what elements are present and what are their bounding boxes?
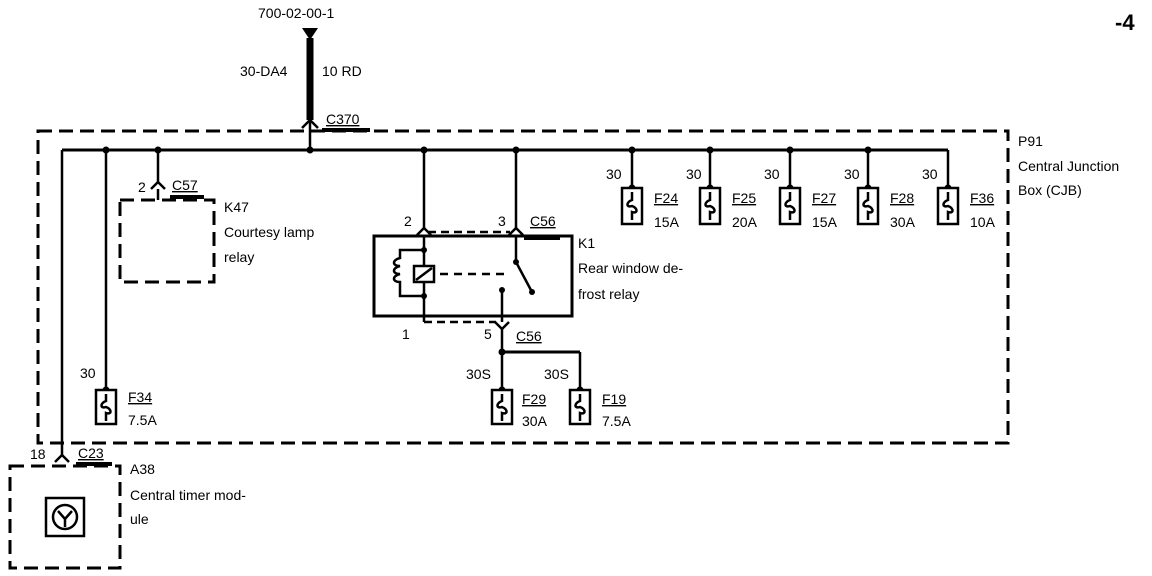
page-reference: -4 xyxy=(1115,10,1135,35)
c370-label: C370 xyxy=(326,111,360,127)
cjb-name-line1: Central Junction xyxy=(1018,158,1119,174)
f27-rating: 15A xyxy=(812,214,838,230)
f19-rating: 7.5A xyxy=(602,413,631,429)
f25-name: F25 xyxy=(732,190,756,206)
fuse-f27: 30 F27 15A xyxy=(764,150,838,230)
f25-rating: 20A xyxy=(732,214,758,230)
k1-name-line2: frost relay xyxy=(578,286,639,302)
f29-name: F29 xyxy=(522,391,546,407)
f25-terminal: 30 xyxy=(686,166,702,182)
f28-terminal: 30 xyxy=(844,166,860,182)
cjb-id: P91 xyxy=(1018,133,1043,149)
k1-pin-bottom-left: 1 xyxy=(402,326,410,342)
fuse-f24: 30 F24 15A xyxy=(606,150,680,230)
fuse-f28: 30 F28 30A xyxy=(844,150,916,230)
f36-rating: 10A xyxy=(970,214,996,230)
f34-terminal: 30 xyxy=(80,365,96,381)
a38-pin: 18 xyxy=(30,446,46,462)
k1-switch-contact-icon xyxy=(514,261,534,293)
f27-name: F27 xyxy=(812,190,836,206)
k47-name-line2: relay xyxy=(224,249,254,265)
fuse-f29 xyxy=(490,388,514,426)
f27-terminal: 30 xyxy=(764,166,780,182)
k1-name-line1: Rear window de- xyxy=(578,260,683,276)
main-wire-gauge-color: 10 RD xyxy=(322,63,362,79)
fuse-f19 xyxy=(568,388,592,426)
f28-name: F28 xyxy=(890,190,914,206)
f29-terminal: 30S xyxy=(466,366,491,382)
k47-pin: 2 xyxy=(138,179,146,195)
c56-top-label: C56 xyxy=(530,213,556,229)
k1-pin-bottom-right: 5 xyxy=(484,326,492,342)
fuse-f25: 30 F25 20A xyxy=(686,150,758,230)
k47-id: K47 xyxy=(224,199,249,215)
a38-name-line2: ule xyxy=(130,511,149,527)
f36-terminal: 30 xyxy=(922,166,938,182)
k1-pin3-connector-icon xyxy=(508,226,524,236)
f34-rating: 7.5A xyxy=(128,412,157,428)
top-connector-label: 700-02-00-1 xyxy=(258,5,334,21)
a38-module-box xyxy=(8,464,122,570)
k1-coil-icon xyxy=(392,248,424,298)
k47-name-line1: Courtesy lamp xyxy=(224,224,314,240)
f29-rating: 30A xyxy=(522,413,548,429)
f36-name: F36 xyxy=(970,190,994,206)
a38-id: A38 xyxy=(130,461,155,477)
f34-name: F34 xyxy=(128,389,152,405)
c56-bottom-label: C56 xyxy=(516,328,542,344)
a38-name-line1: Central timer mod- xyxy=(130,487,246,503)
k1-id: K1 xyxy=(578,235,595,251)
k1-relay-box xyxy=(372,234,574,318)
f24-name: F24 xyxy=(654,190,678,206)
c57-label: C57 xyxy=(172,177,198,193)
c23-label: C23 xyxy=(78,445,104,461)
k1-pin-top-left: 2 xyxy=(404,213,412,229)
k47-relay-box xyxy=(118,198,216,284)
top-connector-arrow-icon xyxy=(302,28,318,40)
k1-pin5-connector-icon xyxy=(494,321,510,331)
c57-connector-icon xyxy=(150,180,166,190)
f28-rating: 30A xyxy=(890,214,916,230)
f24-terminal: 30 xyxy=(606,166,622,182)
timer-icon xyxy=(51,503,79,531)
f19-terminal: 30S xyxy=(544,366,569,382)
main-wire-circuit: 30-DA4 xyxy=(240,63,288,79)
c23-connector-icon xyxy=(54,453,70,463)
cjb-name-line2: Box (CJB) xyxy=(1018,182,1082,198)
a38-module-symbol xyxy=(44,496,86,538)
fuse-f34 xyxy=(94,388,118,426)
cjb-boundary xyxy=(36,129,1010,445)
f24-rating: 15A xyxy=(654,214,680,230)
k1-pin-top-right: 3 xyxy=(498,213,506,229)
f19-name: F19 xyxy=(602,391,626,407)
fuse-f36: 30 F36 10A xyxy=(922,150,996,230)
